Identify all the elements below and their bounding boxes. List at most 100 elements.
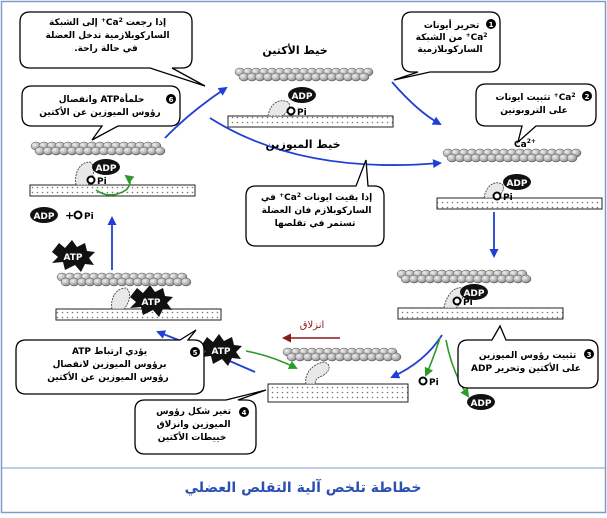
step-number-badge: [190, 347, 200, 357]
actin-bead: [390, 352, 402, 362]
pi-label: Pi: [297, 108, 307, 118]
bubble-text: تثبيت رؤوس الميوزين على الأكتين وتحرير A…: [471, 351, 581, 374]
adp-bubble: [460, 284, 488, 300]
step-number: 1: [489, 21, 494, 29]
arrow-atp-bind: [245, 350, 298, 369]
atp-hydrolysis-input: ATP: [52, 240, 95, 272]
bubble-stay: إذا بقيت ايونات Ca2+ في الساركوبلازم فان…: [245, 159, 385, 247]
myosin-filament: [29, 184, 196, 197]
actin-filament: [282, 347, 402, 362]
step-number: 2: [585, 93, 590, 101]
released-products: Pi ADP: [418, 337, 495, 410]
step-number-badge: [239, 407, 249, 417]
bubble-shape: [15, 329, 205, 395]
adp-label: ADP: [291, 92, 312, 102]
myosin-filament: [397, 307, 564, 320]
bubble-text: يؤدي ارتباط ATP برؤوس الميوزين لانفصال ر…: [47, 347, 168, 383]
bubble-shape: [21, 85, 181, 141]
actin-bead: [566, 153, 578, 163]
pi-dot: [86, 175, 96, 185]
actin-bead: [358, 72, 370, 82]
adp-label: ADP: [33, 212, 54, 222]
atp-burst: [130, 285, 173, 317]
pi-label: Pi: [84, 212, 94, 222]
actin-filament: [234, 67, 374, 82]
actin-bead: [154, 146, 166, 156]
myosin-filament: [267, 383, 409, 403]
arrow-step1: [391, 81, 442, 125]
myosin-head: [111, 287, 130, 310]
actin-filament: [396, 269, 532, 284]
arrow-step6: [164, 86, 228, 139]
step-number-badge: [486, 19, 496, 29]
bubble-text: Ca2+ تثبيت ايونات على التروبونين: [492, 92, 575, 116]
bubble-shape: [393, 11, 501, 81]
adp-label: ADP: [506, 179, 527, 189]
actin-filament: [56, 272, 192, 287]
bubble-step3: 3 تثبيت رؤوس الميوزين على الأكتين وتحرير…: [457, 324, 599, 389]
actin-filament: [442, 148, 582, 163]
bubble-step1: 1 تحرير أيونات Ca2+ من الشبكة الساركوبلا…: [393, 11, 501, 81]
pi-label: Pi: [429, 378, 439, 388]
adp-bubble: [288, 87, 316, 103]
pi-dot: [418, 376, 428, 386]
state-atp-bound: ATP: [55, 272, 222, 321]
adp-label: ADP: [470, 399, 491, 409]
label-actin: خيط الأكتين: [262, 43, 327, 57]
bubble-return: إذا رجعت Ca2+ إلى الشبكة الساركوبلازمية …: [19, 11, 206, 87]
myosin-filament: [55, 308, 222, 321]
adp-label: ADP: [95, 164, 116, 174]
state-relaxed: خيط الأكتين ADP Pi خيط الميوزين: [227, 43, 394, 151]
sliding-label: انزلاق: [300, 320, 325, 331]
step-number-badge: [582, 91, 592, 101]
step-number: 4: [242, 409, 247, 417]
bubble-text: إذا بقيت ايونات Ca2+ في الساركوبلازم فان…: [258, 192, 372, 229]
atp-burst: [201, 334, 242, 366]
adp-bubble: [30, 207, 58, 223]
step-number: 3: [587, 351, 592, 359]
arrow-step4: [156, 330, 256, 373]
arrow-hydrolysis-loop: [95, 174, 135, 196]
arrow-release-adp: [445, 339, 470, 398]
pi-label: Pi: [463, 298, 473, 308]
adp-plus-pi: ADP + Pi: [30, 207, 94, 223]
pi-dot: [452, 296, 462, 306]
arrow-release-pi: [424, 337, 441, 377]
adp-bubble: [467, 394, 495, 410]
bubble-step4: 4 تغير شكل رؤوس الميوزين وانزلاق خييطات …: [134, 389, 267, 455]
bubble-step5: 5 يؤدي ارتباط ATP برؤوس الميوزين لانفصال…: [15, 329, 205, 395]
arrow-relaxed-to-stay: [209, 117, 442, 169]
myosin-filament: [227, 115, 394, 128]
atp-label: ATP: [211, 347, 230, 357]
step-number-badge: [584, 349, 594, 359]
step-number-badge: [166, 94, 176, 104]
bubble-text: تحرير أيونات Ca2+ من الشبكة الساركوبلازم…: [413, 19, 488, 55]
state-hydrolysed: ADP Pi: [29, 141, 196, 197]
atp-label: ATP: [63, 253, 82, 263]
step-number: 6: [169, 96, 174, 104]
plus-sign: +: [65, 209, 74, 222]
bubble-step2: 2 Ca2+ تثبيت ايونات على التروبونين: [475, 83, 597, 144]
state-cross-bridge: ADP Pi: [396, 269, 564, 320]
ca-label: Ca2+: [514, 138, 536, 150]
atp-burst: [52, 240, 95, 272]
step-number: 5: [193, 349, 198, 357]
bubble-text: حلمأةATP وانفصال رؤوس الميوزين عن الأكتي…: [39, 93, 160, 118]
bubble-shape: [457, 324, 599, 389]
adp-bubble: [503, 174, 531, 190]
actin-filament: [30, 141, 166, 156]
label-myosin: خيط الميوزين: [265, 138, 340, 151]
pi-dot: [73, 210, 83, 220]
bubble-step6: 6 حلمأةATP وانفصال رؤوس الميوزين عن الأك…: [21, 85, 181, 141]
myosin-head: [267, 100, 290, 117]
pi-label: Pi: [97, 177, 107, 187]
pi-dot: [286, 106, 296, 116]
state-power-stroke: انزلاق: [267, 320, 409, 403]
myosin-head-bent: [305, 361, 330, 385]
diagram-caption: خطاطة تلخص آلية التقلص العضلي: [185, 478, 422, 496]
bubble-text: إذا رجعت Ca2+ إلى الشبكة الساركوبلازمية …: [42, 17, 169, 54]
bubble-shape: [19, 11, 206, 87]
